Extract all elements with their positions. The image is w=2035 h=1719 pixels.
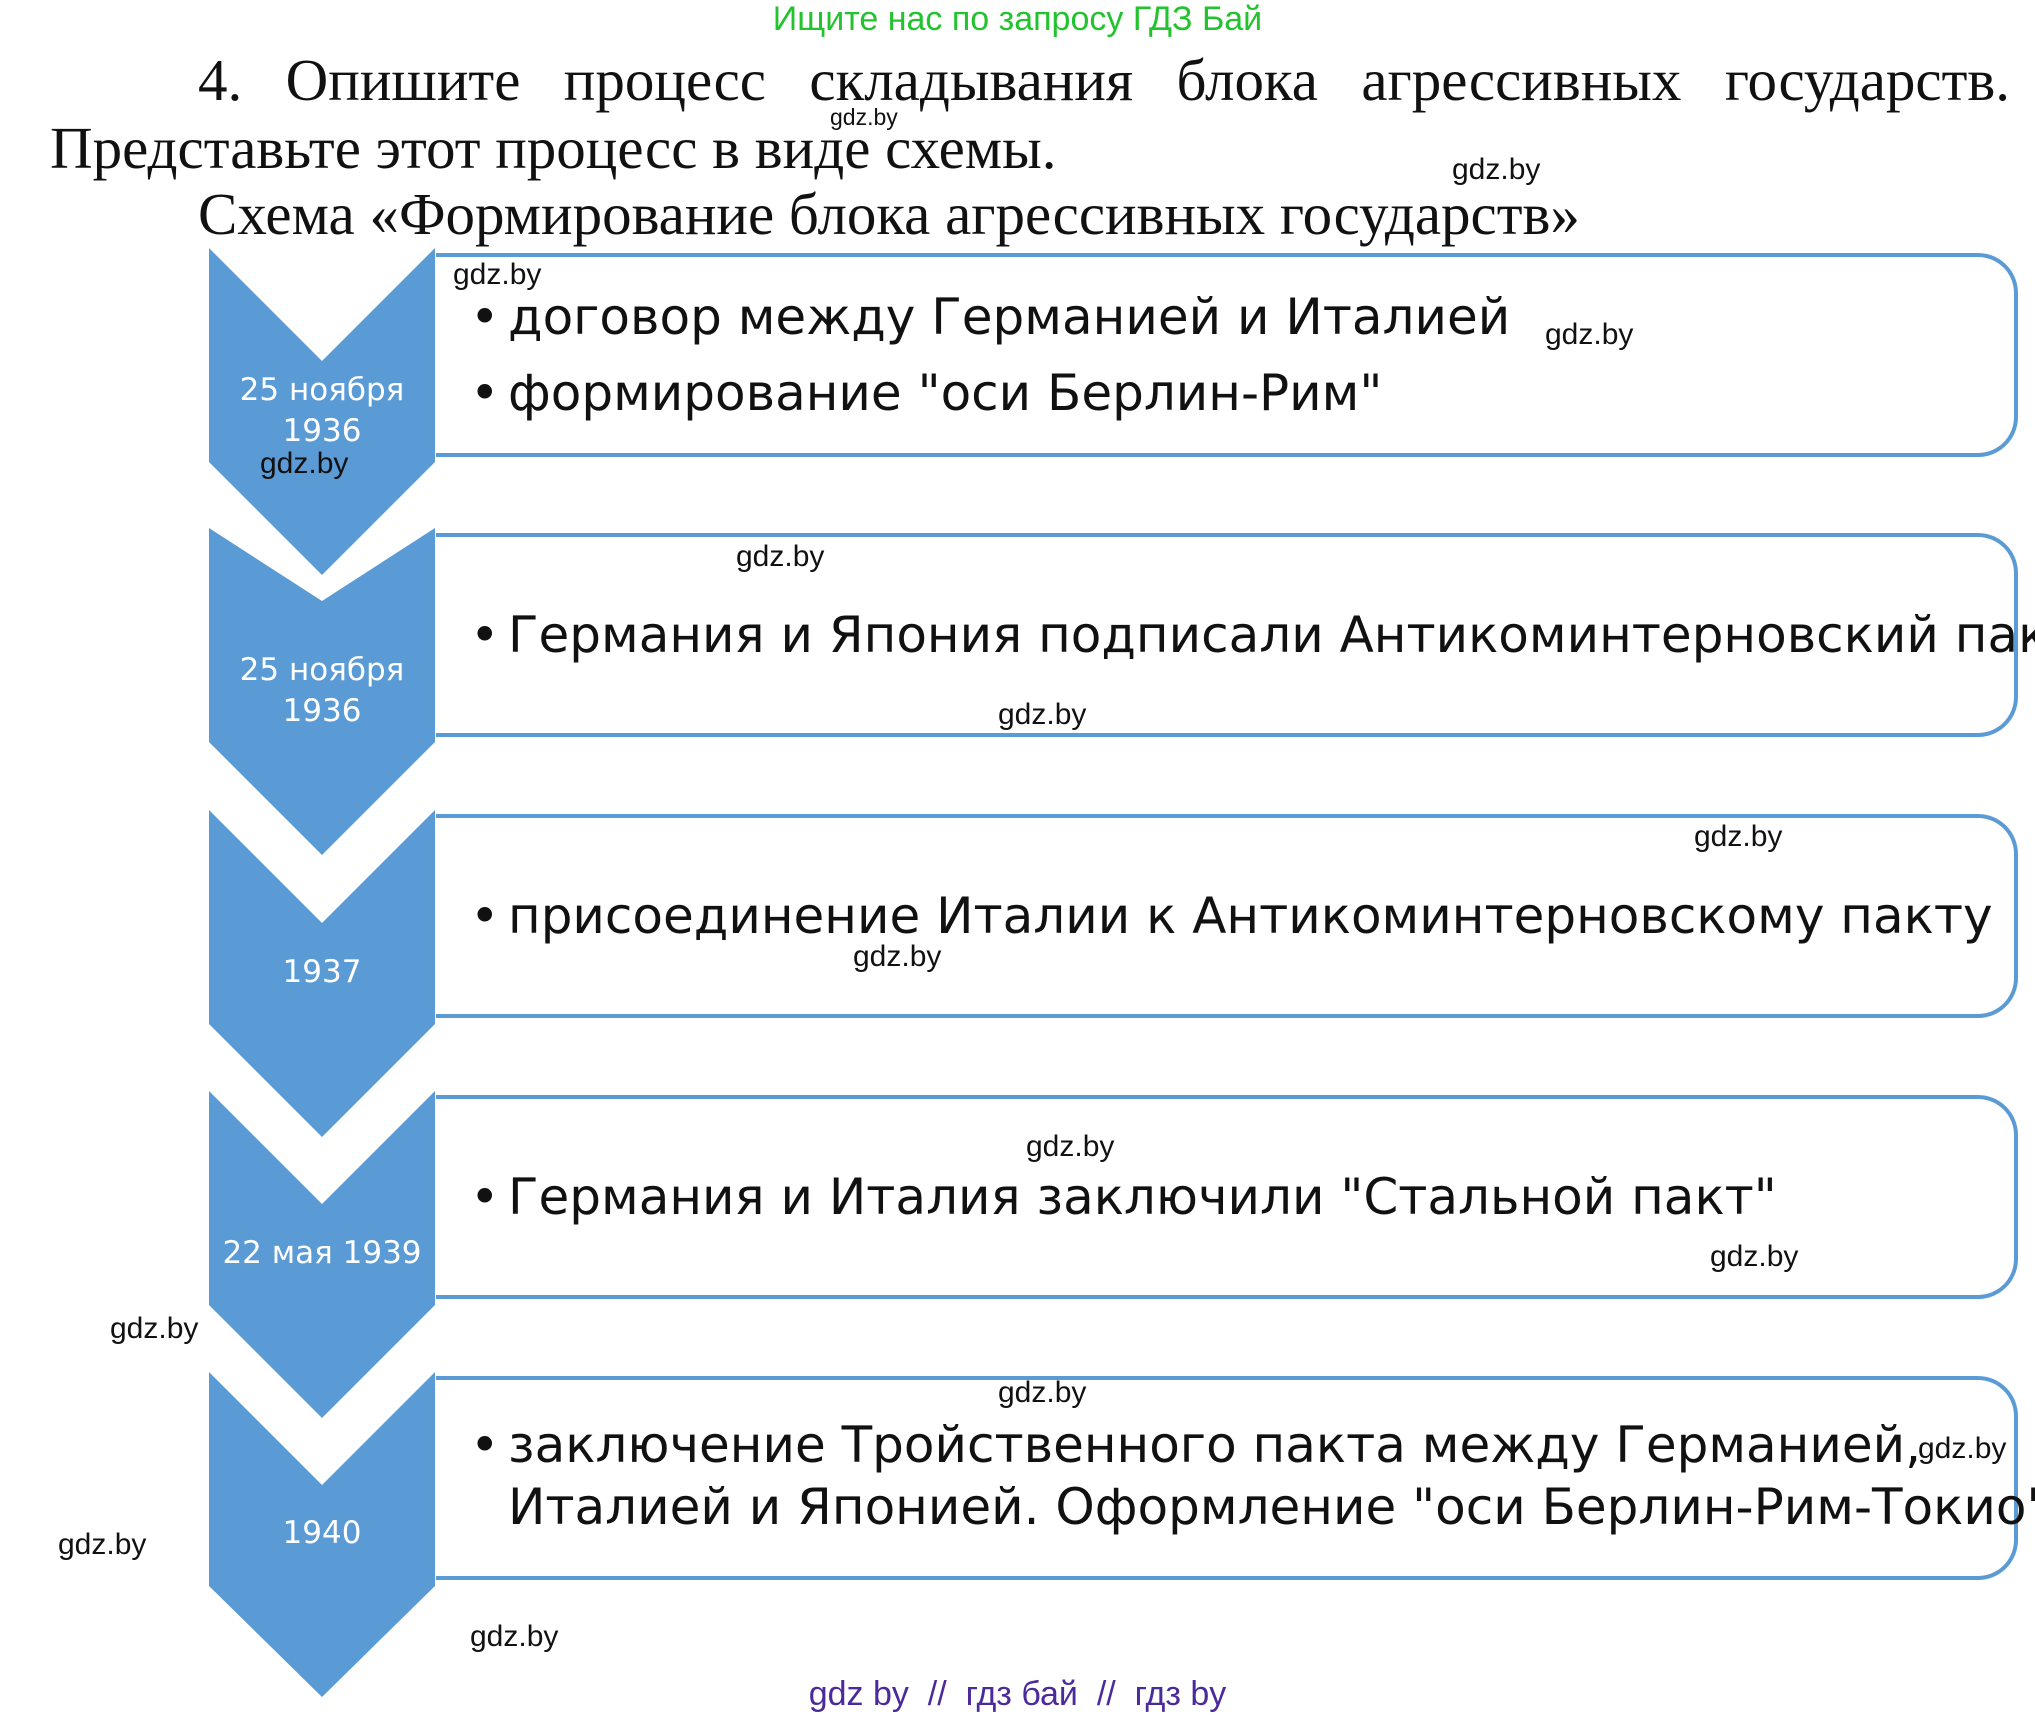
watermark: gdz.by [470,1620,559,1653]
search-banner: Ищите нас по запросу ГДЗ Бай [772,0,1263,38]
watermark: gdz.by [853,940,942,973]
step-3-bullet-1: •присоединение Италии к Антикоминтерновс… [470,887,1993,945]
step-1-bullet-1: •договор между Германией и Италией [470,288,1511,346]
step-2-date-line2: 1936 [282,693,362,729]
step-1-date-line2: 1936 [282,413,362,449]
watermark: gdz.by [1452,153,1541,186]
watermark: gdz.by [1710,1240,1799,1273]
step-1-date: 25 ноября 1936 [209,370,435,452]
watermark: gdz.by [453,258,542,291]
step-3-box [436,814,2018,1018]
watermark: gdz.by [1694,820,1783,853]
task-line-2: Представьте этот процесс в виде схемы. [50,115,1057,181]
step-2-bullet-1-text: Германия и Япония подписали Антикоминтер… [508,606,2035,664]
step-5-box [436,1376,2018,1580]
step-4-bullet-1: •Германия и Италия заключили "Стальной п… [470,1168,1777,1226]
step-1-date-line1: 25 ноября [239,372,405,408]
step-4-bullet-1-text: Германия и Италия заключили "Стальной па… [508,1168,1777,1226]
step-3-bullet-1-text: присоединение Италии к Антикоминтерновск… [508,887,1993,945]
scheme-title: Схема «Формирование блока агрессивных го… [198,181,1580,247]
step-5-bullet-1-continuation: Италией и Японией. Оформление "оси Берли… [508,1478,2035,1536]
watermark: gdz.by [736,540,825,573]
watermark: gdz.by [58,1528,147,1561]
step-2-date: 25 ноября 1936 [209,650,435,732]
watermark: gdz.by [260,447,349,480]
step-1-bullet-2-text: формирование "оси Берлин-Рим" [508,364,1383,422]
chevron-shape-3 [209,810,435,1137]
step-1-box [436,253,2018,457]
step-3-date: 1937 [282,954,362,990]
step-1-bullet-1-text: договор между Германией и Италией [508,288,1511,346]
chevron-shape-1 [209,248,435,575]
chevron-shape-5 [209,1372,435,1697]
task-line-1: 4. Опишите процесс складывания блока агр… [198,47,2010,113]
watermark: gdz.by [830,104,898,130]
watermark: gdz.by [110,1312,199,1345]
watermark: gdz.by [1918,1432,2007,1465]
step-1-bullet-2: •формирование "оси Берлин-Рим" [470,364,1383,422]
watermark: gdz.by [1026,1130,1115,1163]
step-5-date: 1940 [282,1515,362,1551]
watermark: gdz.by [998,1376,1087,1409]
footer-banner: gdz by // гдз бай // гдз by [808,1675,1227,1713]
step-2-box [436,533,2018,737]
chevron-shape-4 [209,1091,435,1418]
watermark: gdz.by [1545,318,1634,351]
step-2-bullet-1: •Германия и Япония подписали Антикоминте… [470,604,2035,666]
step-4-date: 22 мая 1939 [222,1235,422,1271]
step-4-box [436,1095,2018,1299]
step-5-bullet-1-text: заключение Тройственного пакта между Гер… [508,1416,1922,1474]
chevron-shape-2 [209,528,435,855]
step-2-date-line1: 25 ноября [239,652,405,688]
step-5-bullet-1: •заключение Тройственного пакта между Ге… [470,1414,2035,1538]
watermark: gdz.by [998,698,1087,731]
